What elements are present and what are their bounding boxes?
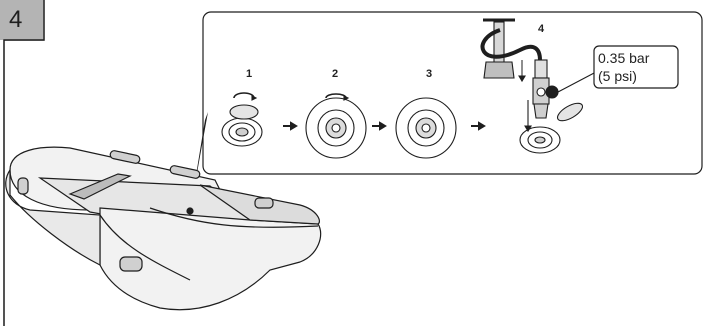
valve-step-1-illustration xyxy=(221,92,263,147)
sequence-arrows xyxy=(283,121,486,131)
sub-step-2-label: 2 xyxy=(332,68,339,80)
valve-step-2-illustration xyxy=(305,93,367,159)
pressure-gauge-connector xyxy=(545,71,597,99)
step-number: 4 xyxy=(9,6,23,33)
sub-step-3-label: 3 xyxy=(426,68,433,80)
sub-step-1-label: 1 xyxy=(246,68,253,80)
valve-step-4-illustration xyxy=(519,100,584,154)
pressure-bar-text: 0.35 bar xyxy=(598,50,650,66)
sub-step-4-label: 4 xyxy=(538,23,545,35)
inflatable-boat-illustration xyxy=(5,146,322,311)
step-tab-shape xyxy=(0,0,44,40)
pressure-label: 0.35 bar (5 psi) xyxy=(596,48,678,89)
pressure-label-box xyxy=(593,45,679,89)
valve-step-3-illustration xyxy=(395,97,457,159)
detail-callout-box xyxy=(202,11,703,175)
pressure-psi-text: (5 psi) xyxy=(598,68,637,84)
